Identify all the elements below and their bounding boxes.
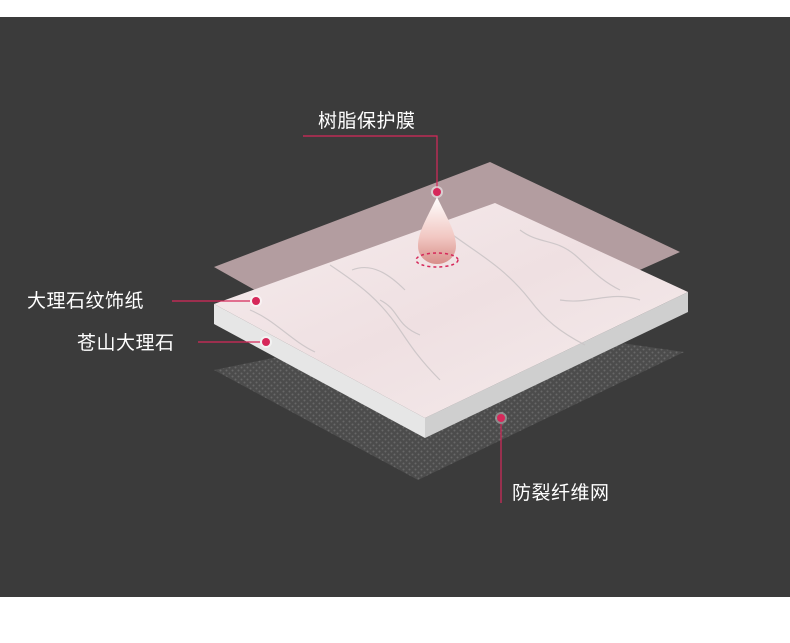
callout-resin-film (303, 135, 438, 192)
water-drop-icon (415, 197, 459, 268)
marble-paper-marker (250, 295, 262, 307)
marble-veins (249, 224, 641, 381)
resin-film-label: 树脂保护膜 (318, 110, 416, 132)
marble-board-label: 苍山大理石 (77, 332, 175, 354)
fiber-mesh-label: 防裂纤维网 (512, 482, 610, 504)
resin-film-marker (431, 186, 443, 198)
fiber-mesh-marker (495, 412, 507, 424)
marble-paper-label: 大理石纹饰纸 (27, 290, 145, 312)
marble-board-right-edge (425, 292, 688, 438)
marble-paper-layer (214, 203, 688, 418)
marble-board-marker (260, 336, 272, 348)
